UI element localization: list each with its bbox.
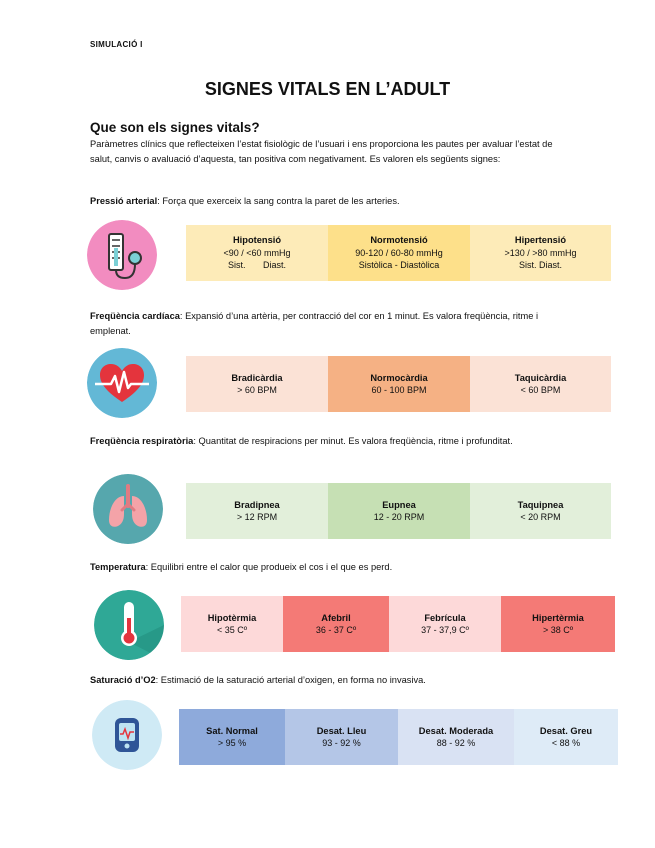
cell-subvalue: Sist. Diast. xyxy=(518,260,562,271)
cell-title: Taquicàrdia xyxy=(514,372,567,383)
section-description-respiratory-rate: Freqüència respiratòria: Quantitat de re… xyxy=(90,434,550,449)
range-cell: Taquicàrdia < 60 BPM xyxy=(470,356,611,412)
section-name: Freqüència respiratòria xyxy=(90,436,194,446)
blood-pressure-icon xyxy=(87,220,157,290)
cell-value: >130 / >80 mmHg xyxy=(504,247,577,258)
section-text: : Estimació de la saturació arterial d’o… xyxy=(155,675,426,685)
section-name: Pressió arterial xyxy=(90,196,158,206)
cell-value: 88 - 92 % xyxy=(436,738,476,748)
range-cell: Desat. Lleu 93 - 92 % xyxy=(285,709,398,765)
intro-text: Paràmetres clínics que reflecteixen l’es… xyxy=(90,139,553,164)
cell-title: Febrícula xyxy=(424,612,466,623)
temperature-ranges: Hipotèrmia < 35 Cº Afebril 36 - 37 Cº Fe… xyxy=(181,596,615,652)
cell-title: Sat. Normal xyxy=(206,725,258,736)
cell-title: Desat. Moderada xyxy=(418,725,494,736)
section-description-heart-rate: Freqüència cardíaca: Expansió d’una artè… xyxy=(90,309,550,339)
cell-title: Hipotensió xyxy=(232,235,282,246)
range-cell: Hipertensió >130 / >80 mmHg Sist. Diast. xyxy=(470,225,611,281)
range-cell: Hipotèrmia < 35 Cº xyxy=(181,596,283,652)
cell-title: Hipertèrmia xyxy=(532,612,584,623)
cell-subvalue: Sist. Diast. xyxy=(227,260,286,271)
intro-heading: Que son els signes vitals? xyxy=(90,120,260,135)
respiratory-rate-ranges: Bradipnea > 12 RPM Eupnea 12 - 20 RPM Ta… xyxy=(186,483,611,539)
range-cell: Taquipnea < 20 RPM xyxy=(470,483,611,539)
cell-value: 12 - 20 RPM xyxy=(373,512,425,522)
thermometer-icon xyxy=(94,590,164,660)
cell-title: Normocàrdia xyxy=(370,372,428,383)
pulse-oximeter-icon xyxy=(92,700,162,770)
cell-value: 60 - 100 BPM xyxy=(371,385,427,395)
cell-value: 90-120 / 60-80 mmHg xyxy=(355,247,443,258)
section-text: : Quantitat de respiracions per minut. E… xyxy=(193,436,513,446)
cell-value: > 12 RPM xyxy=(236,512,278,522)
cell-title: Bradipnea xyxy=(234,499,280,510)
range-cell: Normocàrdia 60 - 100 BPM xyxy=(328,356,470,412)
range-cell: Desat. Moderada 88 - 92 % xyxy=(398,709,514,765)
oxygen-saturation-ranges: Sat. Normal > 95 % Desat. Lleu 93 - 92 %… xyxy=(179,709,618,765)
range-cell: Afebril 36 - 37 Cº xyxy=(283,596,389,652)
section-description-temperature: Temperatura: Equilibri entre el calor qu… xyxy=(90,560,550,575)
range-cell: Bradicàrdia > 60 BPM xyxy=(186,356,328,412)
section-description-blood-pressure: Pressió arterial: Força que exerceix la … xyxy=(90,194,550,209)
cell-title: Taquipnea xyxy=(517,499,564,510)
range-cell: Hipotensió <90 / <60 mmHg Sist. Diast. xyxy=(186,225,328,281)
range-cell: Normotensió 90-120 / 60-80 mmHg Sistòlic… xyxy=(328,225,470,281)
cell-subvalue: Sistòlica - Diastòlica xyxy=(358,260,440,271)
cell-value: < 35 Cº xyxy=(216,625,248,635)
range-cell: Desat. Greu < 88 % xyxy=(514,709,618,765)
cell-value: < 60 BPM xyxy=(520,385,561,395)
cell-title: Desat. Greu xyxy=(539,725,593,736)
section-description-oxygen-saturation: Saturació d’O2: Estimació de la saturaci… xyxy=(90,673,550,688)
range-cell: Hipertèrmia > 38 Cº xyxy=(501,596,615,652)
cell-value: < 88 % xyxy=(551,738,581,748)
page-title: SIGNES VITALS EN L’ADULT xyxy=(204,79,451,99)
section-text: : Expansió d’una artèria, per contracció… xyxy=(90,311,539,336)
header-label: SIMULACIÓ I xyxy=(90,40,143,49)
cell-title: Normotensió xyxy=(370,235,428,246)
cell-title: Eupnea xyxy=(382,499,416,510)
cell-value: > 60 BPM xyxy=(237,385,277,395)
section-name: Temperatura xyxy=(90,562,146,572)
cell-title: Afebril xyxy=(321,612,351,623)
heart-rate-icon xyxy=(87,348,157,418)
cell-value: < 20 RPM xyxy=(520,512,561,522)
cell-title: Bradicàrdia xyxy=(231,372,283,383)
blood-pressure-ranges: Hipotensió <90 / <60 mmHg Sist. Diast. N… xyxy=(186,225,611,281)
heart-rate-ranges: Bradicàrdia > 60 BPM Normocàrdia 60 - 10… xyxy=(186,356,611,412)
cell-value: 36 - 37 Cº xyxy=(315,625,357,635)
cell-title: Hipertensió xyxy=(514,235,567,246)
range-cell: Eupnea 12 - 20 RPM xyxy=(328,483,470,539)
cell-value: > 38 Cº xyxy=(542,625,574,635)
cell-title: Hipotèrmia xyxy=(207,612,257,623)
section-text: : Equilibri entre el calor que produeix … xyxy=(145,562,393,572)
cell-value: > 95 % xyxy=(217,738,247,748)
range-cell: Febrícula 37 - 37,9 Cº xyxy=(389,596,501,652)
cell-value: 93 - 92 % xyxy=(322,738,361,748)
range-cell: Sat. Normal > 95 % xyxy=(179,709,285,765)
cell-value: 37 - 37,9 Cº xyxy=(421,625,469,635)
cell-title: Desat. Lleu xyxy=(316,725,367,736)
cell-value: <90 / <60 mmHg xyxy=(223,247,291,258)
lungs-icon xyxy=(93,474,163,544)
range-cell: Bradipnea > 12 RPM xyxy=(186,483,328,539)
section-text: : Força que exerceix la sang contra la p… xyxy=(157,196,400,206)
section-name: Saturació d’O2 xyxy=(90,675,156,685)
section-name: Freqüència cardíaca xyxy=(90,311,180,321)
